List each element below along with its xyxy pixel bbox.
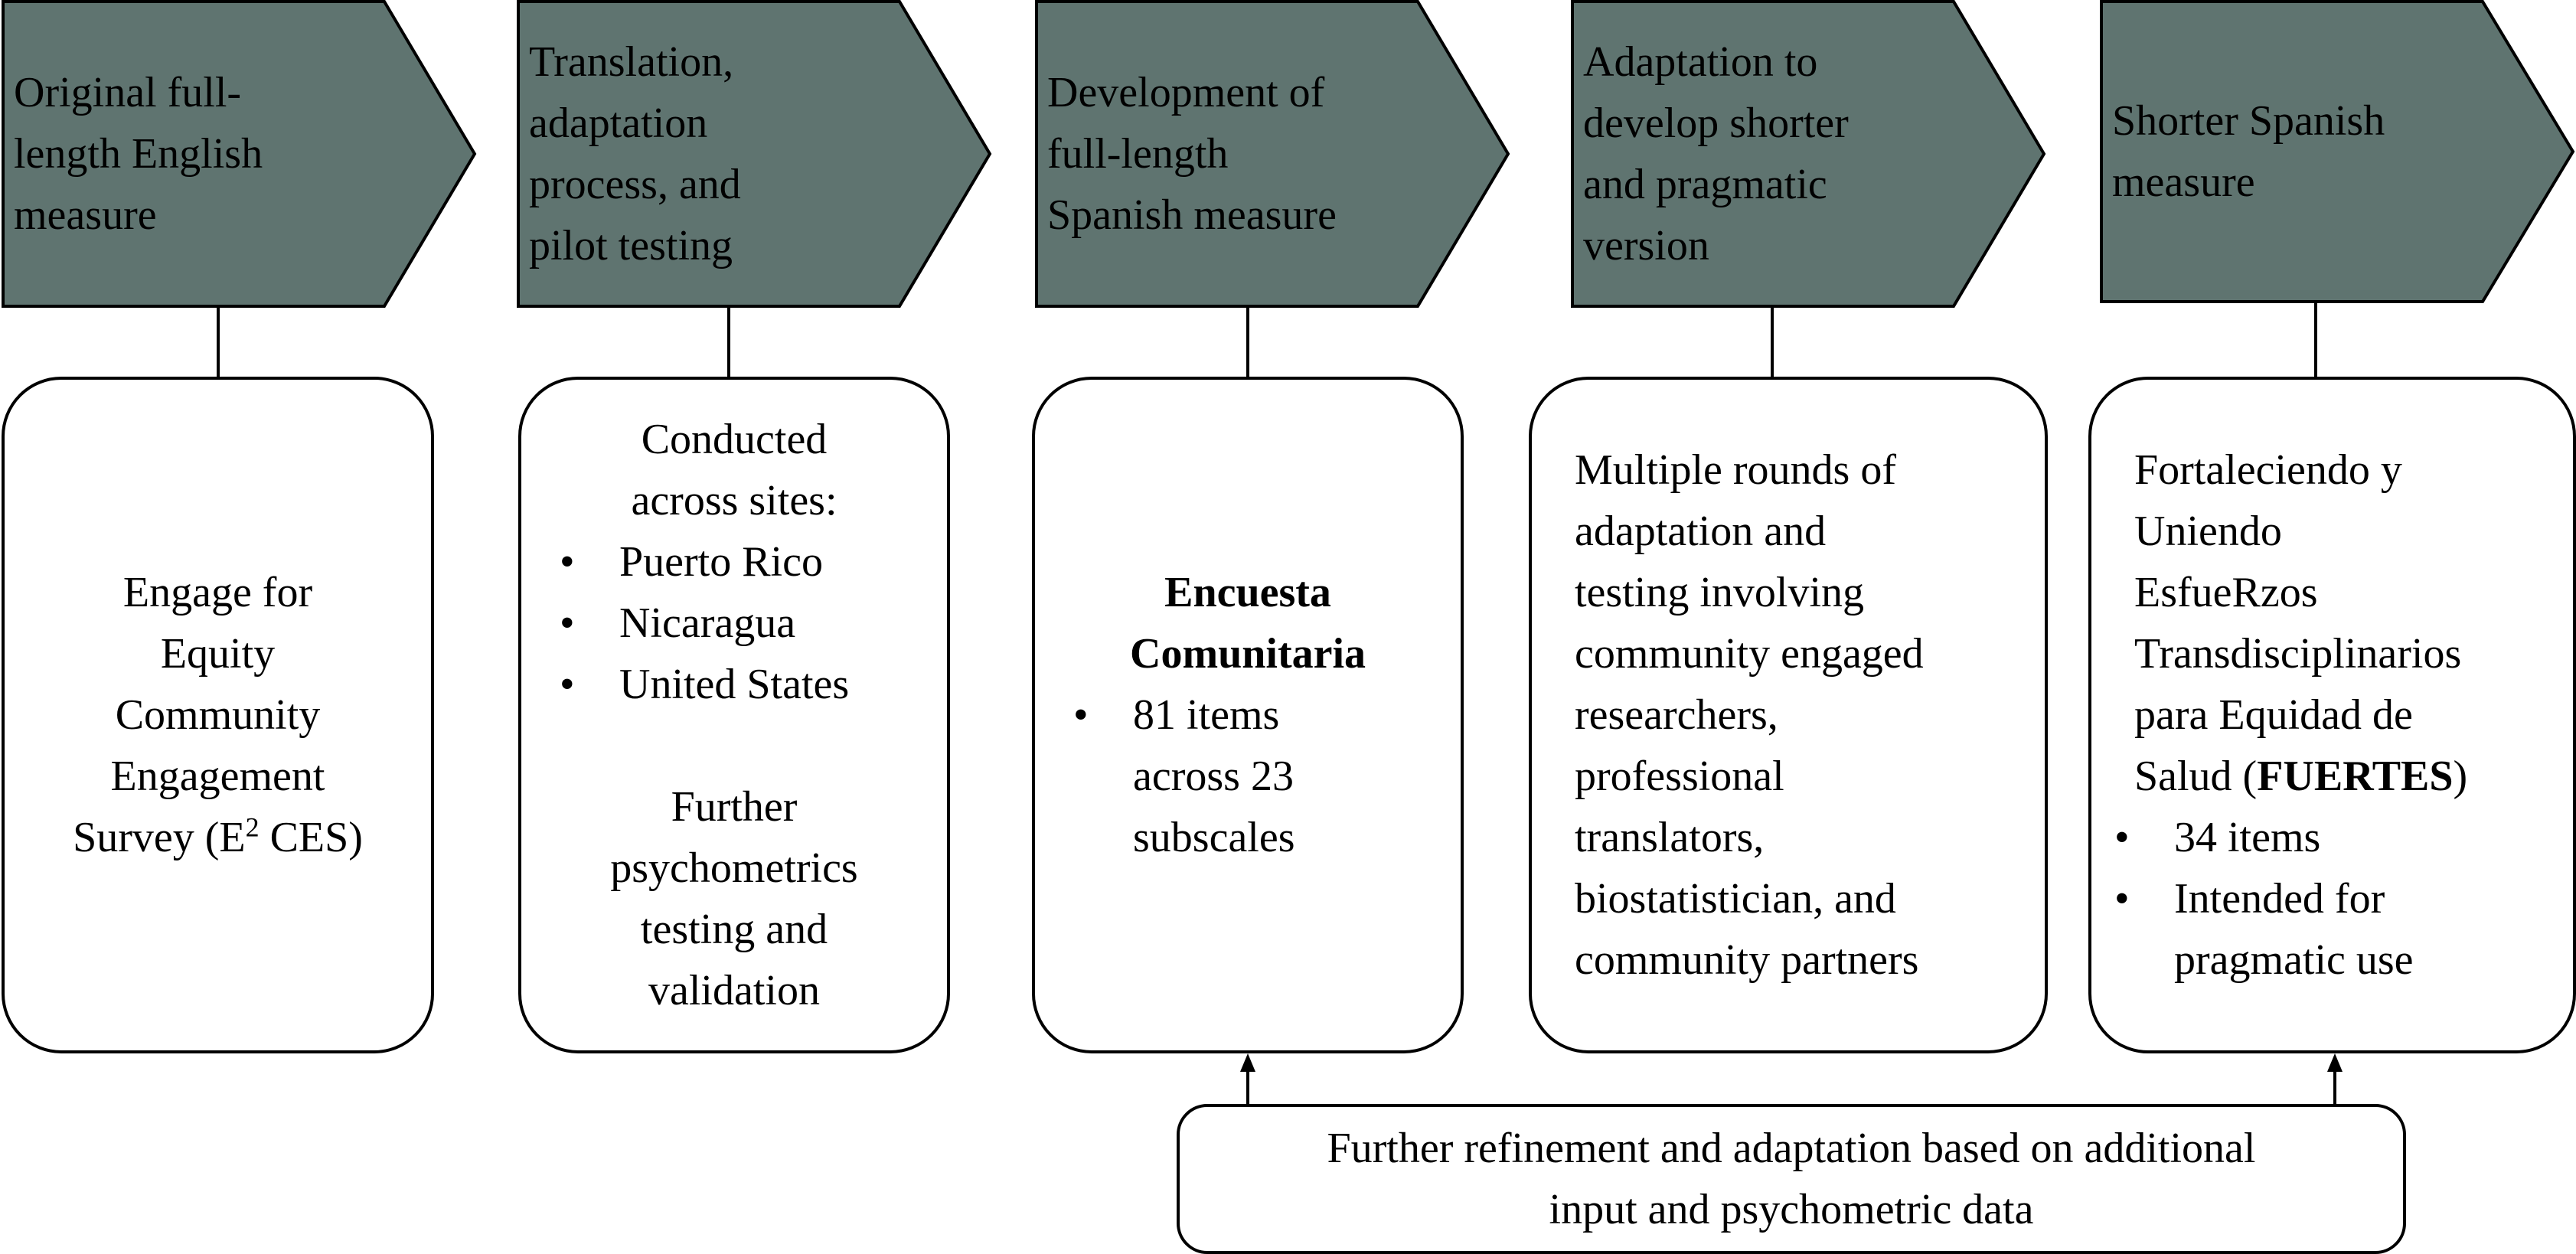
- list-item: United States: [537, 654, 947, 715]
- step-2-header: Translation, adaptation process, and pil…: [517, 0, 993, 308]
- sites-list: Puerto Rico Nicaragua United States: [521, 531, 947, 715]
- list-item: Intended for pragmatic use: [2091, 868, 2573, 991]
- step-3-box: Encuesta Comunitaria 81 items across 23 …: [1032, 377, 1464, 1053]
- list-item: 34 items: [2091, 807, 2573, 868]
- step-5-header: Shorter Spanish measure: [2100, 0, 2576, 303]
- list-item: 81 items across 23 subscales: [1050, 684, 1461, 868]
- step-4-box: Multiple rounds of adaptation and testin…: [1529, 377, 2048, 1053]
- step-4-header: Adaptation to develop shorter and pragma…: [1571, 0, 2047, 308]
- step-2-box: Conducted across sites: Puerto Rico Nica…: [518, 377, 950, 1053]
- step-1-title: Original full- length English measure: [14, 69, 263, 239]
- step-4-title: Adaptation to develop shorter and pragma…: [1583, 38, 1849, 269]
- step-1-header: Original full- length English measure: [2, 0, 478, 308]
- feedback-arrowhead-left: [1240, 1053, 1255, 1072]
- step-5-title: Shorter Spanish measure: [2112, 97, 2385, 206]
- step-3-title: Development of full-length Spanish measu…: [1047, 69, 1337, 239]
- items-list: 81 items across 23 subscales: [1035, 684, 1461, 868]
- list-item: Puerto Rico: [537, 531, 947, 593]
- fuertes-list: 34 items Intended for pragmatic use: [2091, 807, 2573, 991]
- feedback-box: Further refinement and adaptation based …: [1177, 1104, 2406, 1254]
- step-1-box: Engage for Equity Community Engagement S…: [2, 377, 434, 1053]
- salud-line: Salud (FUERTES): [2134, 753, 2468, 800]
- survey-line: Survey (E2 CES): [73, 812, 363, 861]
- feedback-arrowhead-right: [2327, 1053, 2343, 1072]
- step-2-title: Translation, adaptation process, and pil…: [529, 38, 741, 269]
- step-3-header: Development of full-length Spanish measu…: [1035, 0, 1511, 308]
- list-item: Nicaragua: [537, 593, 947, 654]
- step-5-box: Fortaleciendo y Uniendo EsfueRzos Transd…: [2088, 377, 2576, 1053]
